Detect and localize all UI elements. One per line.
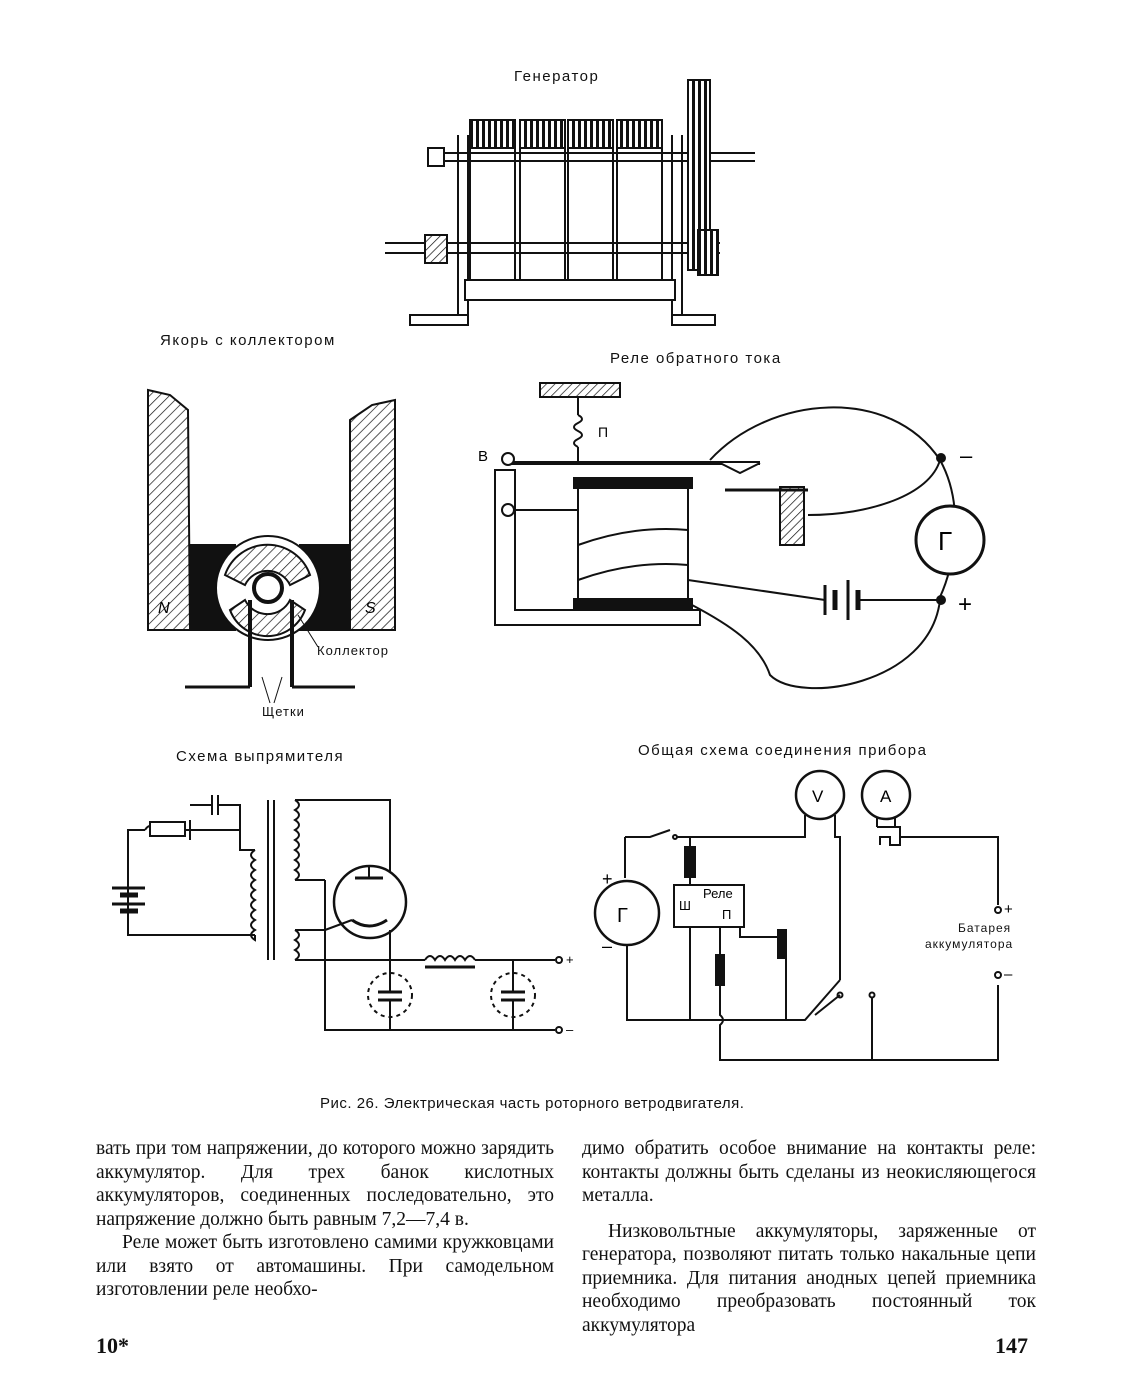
right-paragraph-1: димо обратить особое внимание на контакт… <box>582 1138 1036 1206</box>
relay-drawing: В П Г – + <box>478 382 986 690</box>
rectifier-title: Схема выпрямителя <box>176 748 345 765</box>
armature-title: Якорь с коллектором <box>160 332 336 349</box>
figure-caption: Рис. 26. Электрическая часть роторного в… <box>320 1095 745 1112</box>
right-paragraph-2: Низковольтные аккумуляторы, заряженные о… <box>582 1220 1036 1336</box>
general-title: Общая схема соединения прибора <box>638 742 928 759</box>
battery-label-line1: Батарея <box>958 921 1012 935</box>
battery-plus: + <box>1004 901 1013 918</box>
general-relay-label: Реле <box>703 886 733 901</box>
page-number: 147 <box>995 1333 1028 1358</box>
general-sh-label: Ш <box>679 898 691 913</box>
ammeter-label: A <box>880 787 892 806</box>
relay-b-label: В <box>478 448 488 465</box>
general-minus: – <box>602 936 612 956</box>
voltmeter-label: V <box>812 787 824 806</box>
general-plus: + <box>602 869 613 889</box>
rectifier-drawing: + – <box>112 795 574 1037</box>
battery-minus: – <box>1004 966 1013 983</box>
rectifier-plus: + <box>566 952 574 967</box>
battery-label-line2: аккумулятора <box>925 937 1014 951</box>
general-p-label: П <box>722 907 731 922</box>
general-drawing: V A Г + – Реле Ш П + – <box>593 769 1013 1061</box>
general-generator-label: Г <box>617 905 628 927</box>
relay-g-label: Г <box>938 526 952 556</box>
signature-mark: 10* <box>96 1333 129 1358</box>
armature-drawing: N S <box>147 388 396 704</box>
left-paragraph-2: Реле может быть изготовлено самими кружк… <box>96 1232 554 1300</box>
collector-label: Коллектор <box>317 643 390 658</box>
relay-p-label: П <box>598 424 608 440</box>
pole-n-label: N <box>158 600 170 617</box>
rectifier-minus: – <box>566 1022 574 1037</box>
left-paragraph-1: вать при том напряжении, до которого мож… <box>96 1138 554 1230</box>
relay-title: Реле обратного тока <box>610 350 782 367</box>
right-column: димо обратить особое внимание на контакт… <box>582 1137 1036 1337</box>
brushes-label: Щетки <box>262 704 305 719</box>
left-column: вать при том напряжении, до которого мож… <box>96 1137 554 1302</box>
relay-plus: + <box>958 591 972 618</box>
pole-s-label: S <box>365 600 376 617</box>
generator-title: Генератор <box>514 68 600 85</box>
generator-drawing <box>385 79 755 326</box>
relay-minus: – <box>960 443 973 468</box>
